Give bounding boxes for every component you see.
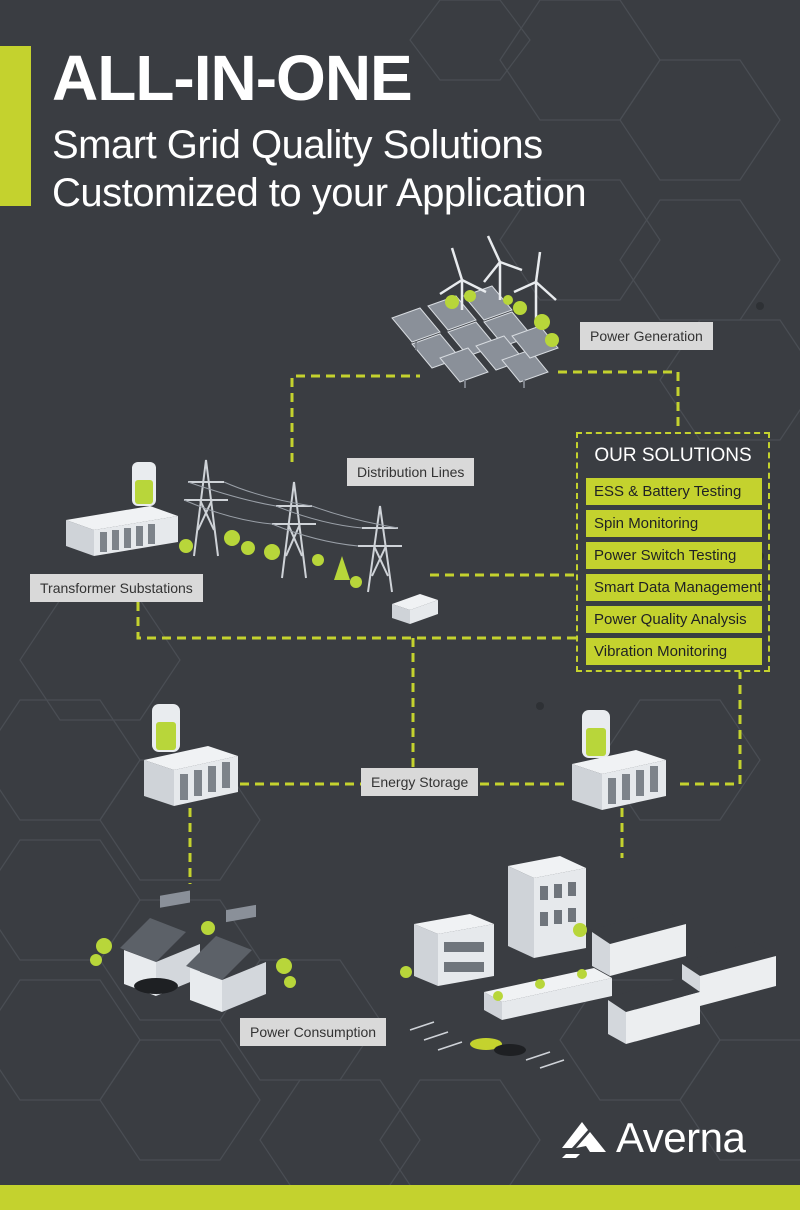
transformer-substation-illustration	[66, 462, 178, 556]
brand-name: Averna	[616, 1114, 746, 1161]
solutions-title: OUR SOLUTIONS	[594, 445, 752, 466]
subheadline-line-2: Customized to your Application	[52, 171, 587, 215]
solutions-list: ESS & Battery Testing Spin Monitoring Po…	[586, 478, 762, 670]
solution-item: Smart Data Management	[586, 574, 762, 601]
energy-storage-right-illustration	[572, 710, 666, 810]
label-power-consumption: Power Consumption	[240, 1018, 387, 1046]
averna-logo: Averna	[560, 1114, 746, 1161]
small-substation-illustration	[392, 594, 438, 624]
label-transformer-substations: Transformer Substations	[30, 574, 203, 602]
trees-illustration	[179, 530, 362, 588]
houses-illustration	[90, 890, 296, 1012]
label-energy-storage: Energy Storage	[361, 768, 479, 796]
bottom-accent-bar	[0, 1185, 800, 1210]
distribution-towers-illustration	[183, 459, 402, 593]
solutions-panel: OUR SOLUTIONS ESS & Battery Testing Spin…	[576, 432, 770, 672]
label-power-generation: Power Generation	[580, 322, 713, 350]
solution-item: ESS & Battery Testing	[586, 478, 762, 505]
energy-storage-left-illustration	[144, 704, 238, 806]
solution-item: Power Quality Analysis	[586, 606, 762, 633]
buildings-illustration	[400, 856, 776, 1069]
solution-item: Power Switch Testing	[586, 542, 762, 569]
power-generation-illustration	[391, 235, 559, 388]
solution-item: Spin Monitoring	[586, 510, 762, 537]
label-distribution-lines: Distribution Lines	[347, 458, 475, 486]
subheadline-line-1: Smart Grid Quality Solutions	[52, 123, 543, 167]
averna-a-mark-icon	[562, 1122, 606, 1158]
accent-bar	[0, 46, 31, 206]
headline: ALL-IN-ONE	[52, 42, 413, 114]
solution-item: Vibration Monitoring	[586, 638, 762, 665]
